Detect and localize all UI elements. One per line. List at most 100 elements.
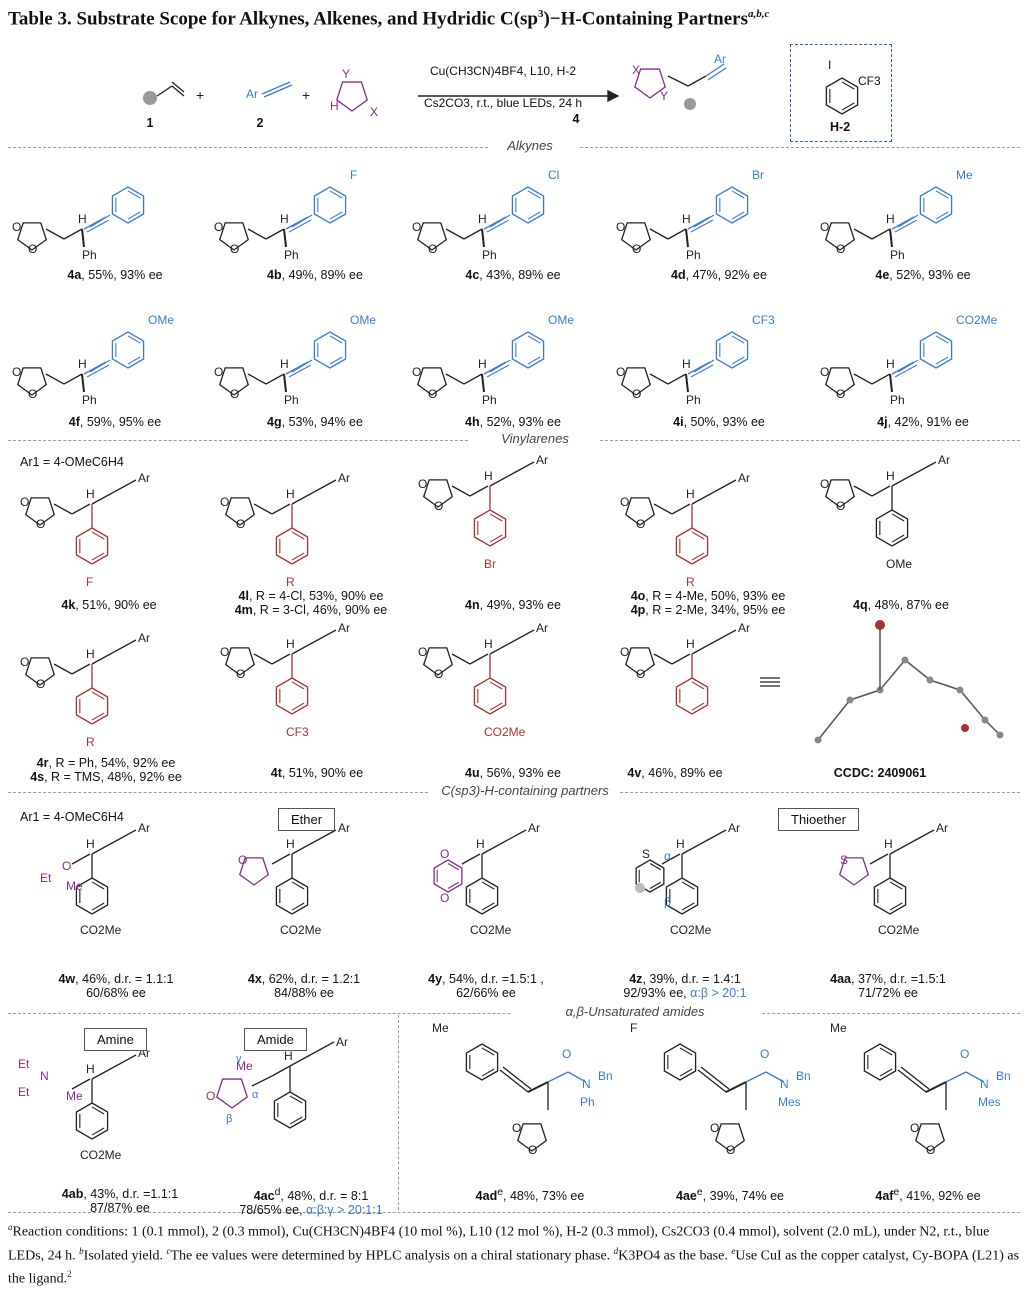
atom-label: H bbox=[886, 357, 895, 371]
substituent-ball bbox=[846, 696, 854, 704]
bond bbox=[463, 228, 483, 240]
atom-label: O bbox=[36, 517, 45, 531]
bond bbox=[871, 485, 891, 497]
section-vinylarenes: Vinylarenes bbox=[501, 431, 569, 446]
bond bbox=[127, 356, 141, 365]
atom-label: Mes bbox=[778, 1095, 801, 1109]
atom-label: O bbox=[820, 365, 829, 379]
bond bbox=[687, 75, 707, 87]
divider-line bbox=[580, 147, 1020, 148]
ring bbox=[675, 527, 709, 565]
bond bbox=[889, 373, 893, 393]
ring bbox=[473, 509, 507, 547]
bond bbox=[63, 228, 83, 240]
bond bbox=[511, 629, 535, 643]
atom-label: Ph bbox=[284, 248, 299, 262]
divider-line bbox=[8, 440, 468, 441]
bond bbox=[289, 1095, 303, 1104]
bond bbox=[527, 190, 541, 199]
bond bbox=[291, 841, 315, 855]
category-ether: Ether bbox=[278, 808, 336, 831]
atom-label: H bbox=[484, 469, 493, 483]
entry-label: 4r, R = Ph, 54%, 92% ee bbox=[36, 756, 176, 770]
bond bbox=[91, 1066, 115, 1080]
ring bbox=[422, 479, 454, 508]
atom-label: O bbox=[28, 242, 37, 256]
entry-label: 4q, 48%, 87% ee bbox=[853, 598, 949, 612]
bond bbox=[765, 1071, 785, 1083]
ring bbox=[715, 331, 749, 369]
atom-label: O bbox=[636, 667, 645, 681]
substituent-ball bbox=[814, 736, 822, 744]
atom-label: O bbox=[926, 1143, 935, 1157]
atom-label: + bbox=[196, 87, 204, 103]
conditions-top: Cu(CH3CN)4BF4, L10, H-2 bbox=[429, 64, 577, 78]
bond bbox=[649, 881, 662, 889]
substituent-ball bbox=[143, 91, 157, 105]
atom-label: X bbox=[632, 63, 640, 77]
ring bbox=[825, 77, 859, 115]
ring bbox=[715, 186, 749, 224]
substituent-ball bbox=[981, 716, 989, 724]
bond bbox=[685, 373, 689, 393]
entry-label: 4a, 55%, 93% ee bbox=[67, 268, 163, 282]
bond bbox=[481, 902, 495, 911]
ring bbox=[634, 68, 666, 99]
ring bbox=[635, 859, 665, 893]
bond bbox=[481, 881, 495, 890]
ring bbox=[16, 367, 48, 396]
ring bbox=[24, 497, 56, 526]
ring bbox=[465, 877, 499, 915]
bond bbox=[679, 1068, 693, 1077]
bond bbox=[127, 335, 141, 344]
ring bbox=[919, 331, 953, 369]
substituent-ball bbox=[961, 724, 969, 732]
entry-label: 4k, 51%, 90% ee bbox=[61, 598, 157, 612]
bond bbox=[671, 653, 691, 665]
atom-label: N bbox=[582, 1077, 591, 1091]
atom-label: Me bbox=[66, 879, 83, 893]
atom-label: Me bbox=[66, 1089, 83, 1103]
bond bbox=[871, 228, 891, 240]
bond bbox=[81, 228, 85, 248]
ring bbox=[218, 367, 250, 396]
bond bbox=[91, 712, 105, 721]
bond bbox=[489, 513, 503, 522]
bond bbox=[291, 214, 313, 228]
atom-label: O bbox=[836, 242, 845, 256]
bond bbox=[503, 829, 527, 843]
bond bbox=[731, 190, 745, 199]
ring bbox=[665, 877, 699, 915]
bond bbox=[841, 81, 855, 90]
bond bbox=[489, 359, 511, 373]
h2-iodo: I bbox=[828, 58, 832, 72]
bond bbox=[653, 653, 673, 665]
bond bbox=[156, 85, 173, 97]
ring bbox=[873, 877, 907, 915]
bond bbox=[127, 190, 141, 199]
bond bbox=[271, 853, 291, 865]
bond bbox=[547, 1071, 569, 1083]
atom-label: H bbox=[886, 469, 895, 483]
bond bbox=[291, 681, 305, 690]
bond bbox=[253, 503, 273, 515]
atom-label: Ar bbox=[138, 821, 150, 835]
bond bbox=[871, 373, 891, 385]
ring bbox=[714, 1123, 746, 1152]
atom-label: Ar bbox=[138, 471, 150, 485]
ring bbox=[465, 1043, 499, 1081]
atom-label: CO2Me bbox=[80, 923, 122, 937]
atom-label: Ar bbox=[528, 821, 540, 835]
atom-label: O bbox=[616, 365, 625, 379]
atom-label: CO2Me bbox=[956, 313, 998, 327]
bond bbox=[289, 1116, 303, 1125]
bond bbox=[897, 359, 919, 373]
atom-label: H bbox=[286, 487, 295, 501]
bond bbox=[91, 651, 115, 665]
atom-label: H bbox=[478, 357, 487, 371]
bond bbox=[853, 228, 873, 240]
ring bbox=[275, 877, 309, 915]
atom-label: CO2Me bbox=[280, 923, 322, 937]
bond bbox=[693, 214, 715, 228]
atom-label: N bbox=[780, 1077, 789, 1091]
